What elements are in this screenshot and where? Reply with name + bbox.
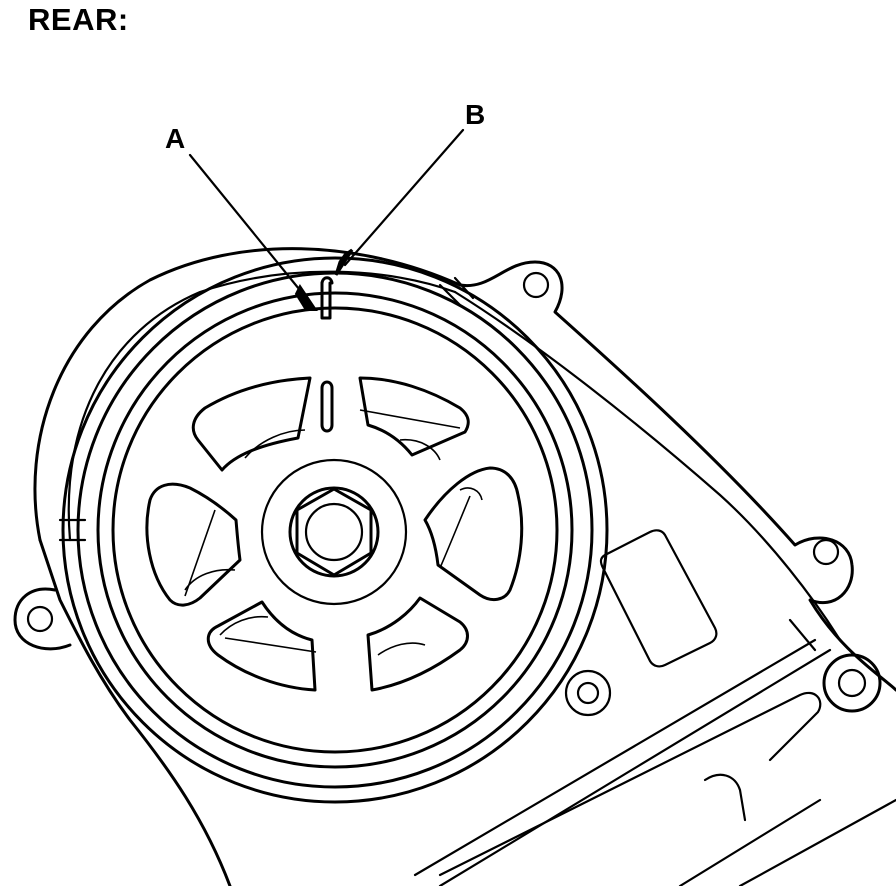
timing-mark [320, 276, 334, 433]
pulley-hub [260, 458, 408, 606]
view-heading: REAR: [28, 2, 129, 37]
pulley-spoke-windows [145, 376, 524, 692]
callout-label-a: A [165, 123, 185, 154]
camshaft-pulley [61, 256, 609, 804]
callout-label-b: B [465, 99, 485, 130]
callout-leaders [188, 128, 465, 311]
